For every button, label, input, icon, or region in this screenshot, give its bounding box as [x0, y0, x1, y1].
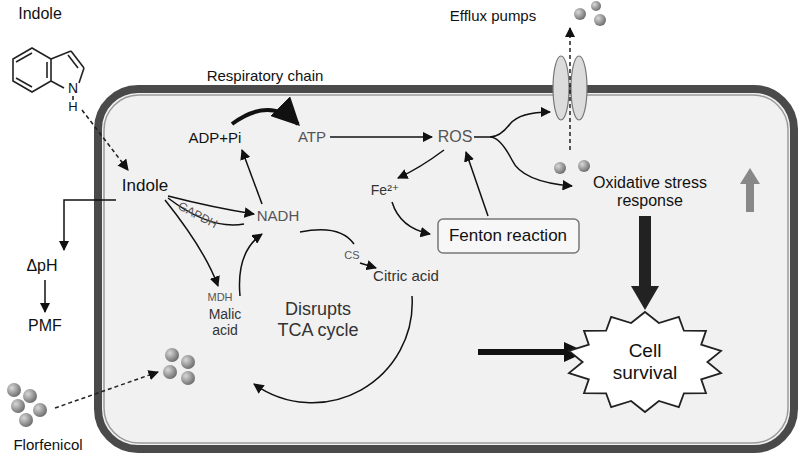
- atom-label: N: [68, 80, 78, 96]
- drug-entry-arrow: [55, 372, 158, 408]
- cell-membrane-inner: [104, 95, 788, 443]
- ion-label: Fe²⁺: [371, 182, 399, 198]
- uptake-arrow: [82, 110, 128, 170]
- atom-label: H: [68, 100, 77, 115]
- enzyme-label: MDH: [207, 291, 232, 304]
- node-text: Fenton reaction: [449, 226, 567, 246]
- metabolite-label: NADH: [257, 207, 300, 224]
- metabolite-label: ADP+Pi: [189, 129, 242, 146]
- process-label: Respiratory chain: [207, 67, 324, 84]
- metabolite-label: ATP: [298, 128, 326, 145]
- process-label: ΔpH: [26, 257, 57, 275]
- outcome-starburst: Cell survival: [565, 310, 725, 414]
- enzyme-label: CS: [344, 249, 359, 262]
- process-label: PMF: [28, 317, 62, 335]
- molecule-label: Indole: [122, 176, 168, 196]
- process-label: Oxidative stress response: [580, 174, 720, 211]
- metabolite-label: Malic acid: [203, 306, 248, 338]
- process-label: Efflux pumps: [450, 7, 536, 24]
- drug-molecules: [7, 1, 606, 427]
- drug-label: Florfenicol: [13, 436, 82, 453]
- process-box: Fenton reaction: [437, 218, 580, 254]
- pathway-arrows: [45, 110, 572, 403]
- metabolite-label: Citric acid: [373, 267, 439, 284]
- node-text: Cell survival: [605, 340, 685, 384]
- efflux-pump: [553, 28, 587, 150]
- indole-molecule: [13, 48, 84, 101]
- figure-title-label: Indole: [18, 5, 62, 23]
- process-label: Disrupts TCA cycle: [268, 299, 368, 340]
- cell-membrane: [98, 89, 794, 449]
- metabolite-label: ROS: [438, 128, 473, 146]
